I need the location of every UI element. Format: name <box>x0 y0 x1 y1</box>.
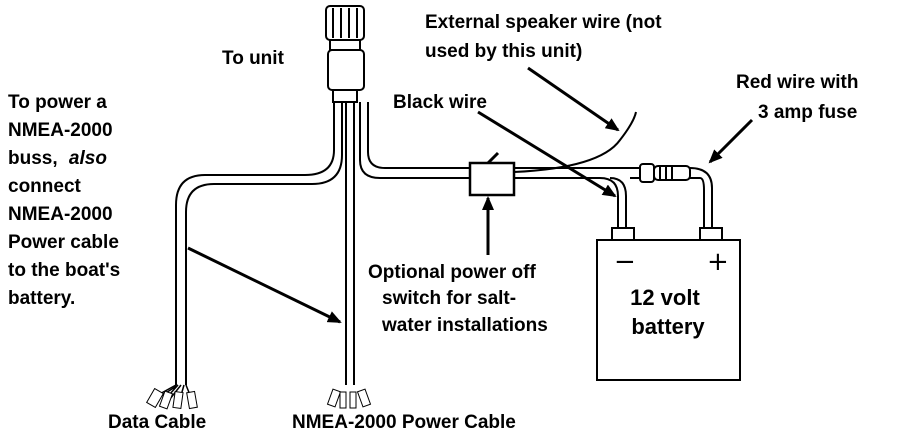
nmea-power-cable <box>345 102 355 385</box>
battery <box>596 227 741 381</box>
data-cable <box>175 102 343 385</box>
red-wire-label: Red wire with 3 amp fuse <box>736 72 864 123</box>
speaker-wire-label: External speaker wire (not used by this … <box>425 12 667 62</box>
data-cable-label: Data Cable <box>108 412 206 433</box>
black-wire-label: Black wire <box>393 92 487 113</box>
nmea-cable-strands <box>326 388 372 409</box>
data-cable-strands <box>145 387 198 410</box>
pointer-arrows <box>187 66 754 324</box>
nmea-cable-label: NMEA-2000 Power Cable <box>292 412 516 433</box>
speaker-wire <box>513 111 637 173</box>
to-unit-label: To unit <box>222 48 285 69</box>
power-switch <box>468 151 516 197</box>
battery-pos-terminal: + <box>707 247 729 277</box>
switch-label: Optional power off switch for salt- wate… <box>368 262 548 336</box>
battery-neg-terminal: − <box>614 247 636 277</box>
unit-connector <box>325 5 365 103</box>
red-wire-arrow <box>708 118 754 164</box>
black-wire-arrow <box>477 110 617 198</box>
speaker-arrow <box>527 66 620 132</box>
nmea-power-note: To power a NMEA-2000 buss, also connect … <box>8 92 125 309</box>
battery-label: 12 volt battery <box>630 285 706 339</box>
fuse-holder <box>639 163 691 183</box>
nmea-arrow <box>187 246 342 324</box>
